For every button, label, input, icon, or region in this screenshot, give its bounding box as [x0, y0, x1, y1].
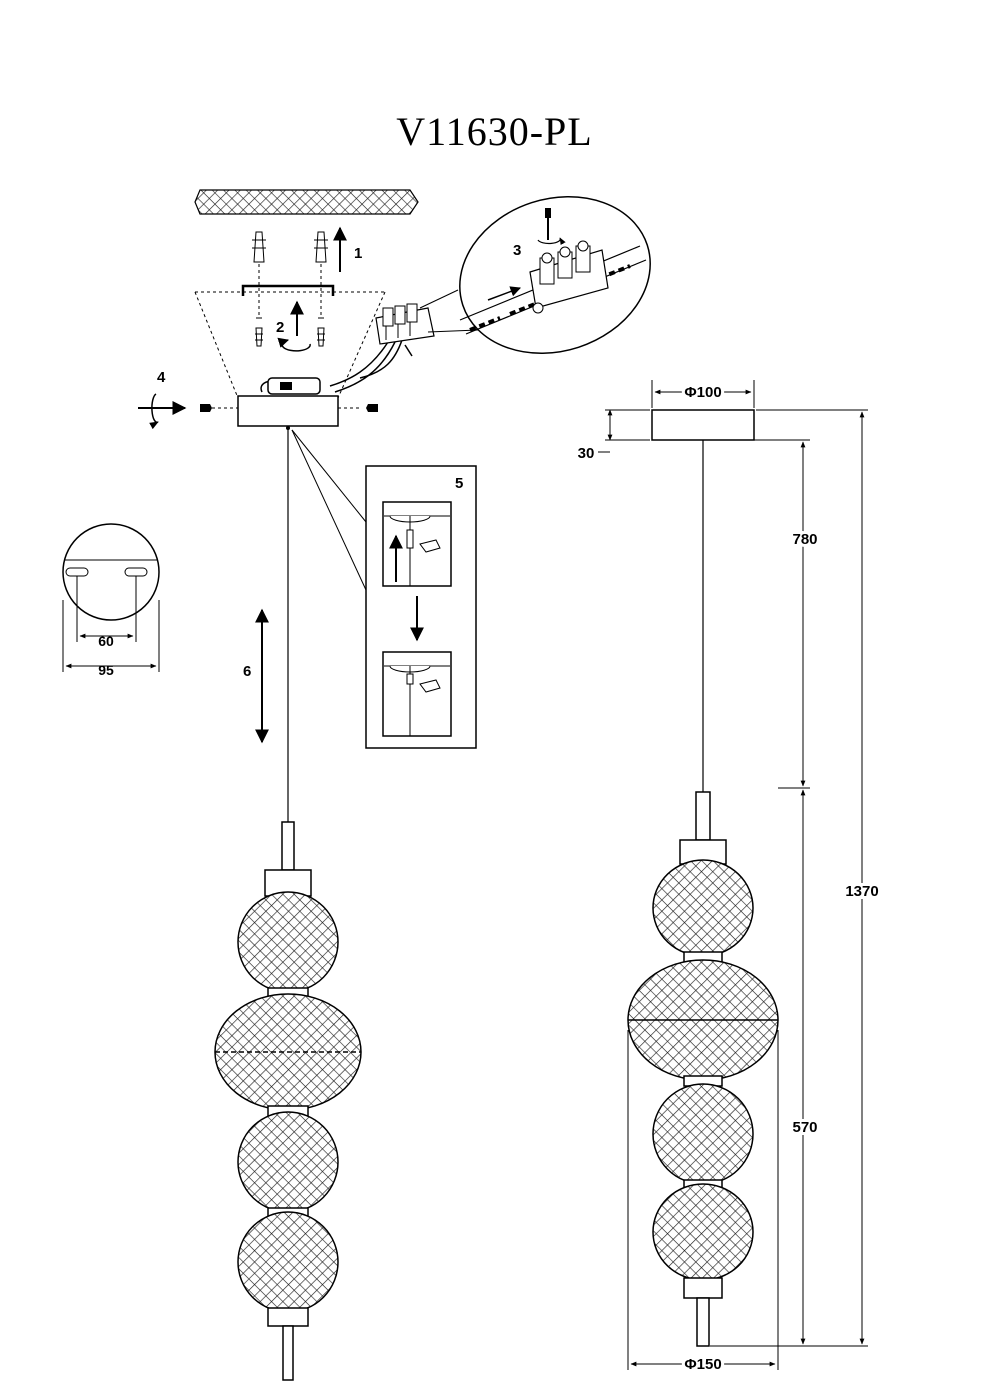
canopy-right — [651, 409, 755, 441]
dim-shade-diameter: Φ150 — [684, 1356, 721, 1373]
wall-anchor-right — [314, 231, 328, 263]
step-4-group — [138, 393, 378, 430]
wiring — [260, 339, 413, 393]
plate-diameter-label: 95 — [98, 662, 114, 678]
plate-hole-spacing-label: 60 — [98, 633, 114, 649]
callout-line-5b — [291, 429, 367, 591]
step-4-label: 4 — [157, 369, 166, 386]
dimension-lines — [598, 380, 868, 1370]
led-driver — [267, 377, 321, 395]
step-6-label: 6 — [243, 663, 251, 680]
canopy-left — [237, 395, 339, 427]
step-2-label: 2 — [276, 319, 284, 336]
lamp-body-right — [627, 791, 779, 1347]
dim-canopy-height: 30 — [578, 445, 595, 462]
cable-adjust-detail — [365, 465, 477, 749]
driver-label-icon — [280, 382, 292, 390]
callout-line-5a — [291, 429, 367, 523]
screw-left — [255, 317, 263, 347]
model-title: V11630-PL — [396, 109, 593, 154]
terminal-zoom-detail — [459, 196, 651, 354]
dim-canopy-diameter: Φ100 — [684, 384, 721, 401]
terminal-block-small — [375, 303, 435, 345]
rotate-arrow-icon — [277, 337, 311, 352]
screw-right — [317, 317, 325, 347]
dim-total-height: 1370 — [845, 883, 878, 900]
step-1-label: 1 — [354, 245, 362, 262]
callout-line-top — [419, 289, 459, 309]
wall-anchor-left — [252, 231, 266, 263]
lamp-body-left — [214, 821, 362, 1381]
callout-line-bottom — [427, 329, 479, 333]
canopy-plate-detail — [62, 523, 160, 672]
step-3-label: 3 — [513, 242, 521, 259]
dim-shade-length: 570 — [792, 1119, 817, 1136]
step-5-label: 5 — [455, 475, 463, 492]
dim-cable-length: 780 — [792, 531, 817, 548]
mounting-bracket — [241, 284, 335, 296]
ceiling-surface — [194, 189, 419, 215]
